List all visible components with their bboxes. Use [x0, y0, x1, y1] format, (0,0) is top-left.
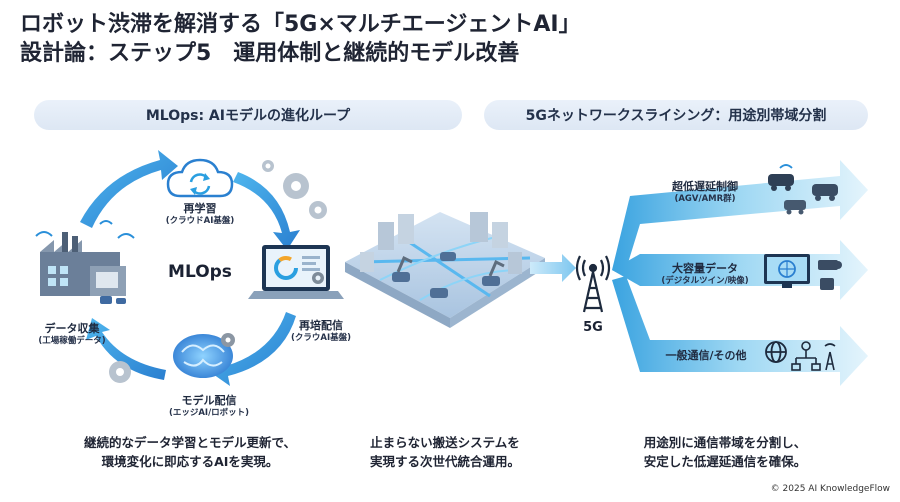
- slice-low-latency-label: 超低遅延制御 (AGV/AMR群): [650, 180, 760, 205]
- step-data-collect-title: データ収集: [44, 322, 100, 335]
- gear-icon: [109, 361, 131, 383]
- factory-icon: [35, 220, 135, 304]
- step-retrain-title: 再学習: [183, 202, 217, 215]
- page-title-line-1: ロボット渋滞を解消する「5G×マルチエージェントAI」: [20, 12, 581, 37]
- mlops-caption-line-2: 環境変化に即応するAIを実現。: [101, 454, 279, 469]
- slice-low-latency-sub: (AGV/AMR群): [674, 194, 736, 204]
- mlops-loop-arrows: [80, 150, 300, 386]
- mlops-caption: 継続的なデータ学習とモデル更新で、 環境変化に即応するAIを実現。: [40, 433, 340, 471]
- slicing-caption: 用途別に通信帯域を分割し、 安定した低遅延通信を確保。: [595, 433, 855, 471]
- slice-large-data-label: 大容量データ (デジタルツイン/映像): [640, 262, 770, 287]
- antenna-tower-icon: [575, 255, 611, 313]
- gear-icon: [262, 160, 327, 219]
- mlops-center-label: MLOps: [168, 262, 232, 282]
- network-icon: [791, 341, 821, 371]
- page-title-line-2: 設計論：ステップ5 運用体制と継続的モデル改善: [20, 41, 520, 66]
- camera-icon: [818, 260, 842, 290]
- flow-arrow: [530, 254, 576, 282]
- mlops-header-pill: MLOps: AIモデルの進化ループ: [34, 100, 462, 130]
- slicing-caption-line-2: 安定した低遅延通信を確保。: [643, 454, 807, 469]
- step-redeploy-title: 再培配信: [299, 319, 343, 332]
- step-retrain-sub: (クラウドAI基盤): [165, 216, 235, 226]
- operation-caption: 止まらない搬送システムを 実現する次世代統合運用。: [335, 433, 555, 471]
- operation-caption-line-2: 実現する次世代統合運用。: [369, 454, 520, 469]
- slice-low-latency-title: 超低遅延制御: [672, 180, 738, 193]
- brain-ai-icon: [173, 333, 235, 378]
- digital-twin-monitor-icon: [764, 254, 810, 288]
- slice-large-data-title: 大容量データ: [672, 262, 738, 275]
- globe-icon: [765, 341, 787, 363]
- mlops-caption-line-1: 継続的なデータ学習とモデル更新で、: [83, 435, 296, 450]
- slice-general-title: 一般通信/その他: [665, 349, 747, 362]
- cloud-retrain-icon: [166, 158, 234, 198]
- agv-robot-icon: [768, 164, 838, 215]
- warehouse-scene: [345, 212, 545, 328]
- step-redeploy-sub: (クラウAI基盤): [290, 333, 351, 343]
- page-title: ロボット渋滞を解消する「5G×マルチエージェントAI」 設計論：ステップ5 運用…: [20, 10, 880, 68]
- operation-caption-line-1: 止まらない搬送システムを: [370, 435, 520, 450]
- step-redeploy-label: 再培配信 (クラウAI基盤): [266, 319, 376, 344]
- slicing-header-pill: 5Gネットワークスライシング：用途別帯域分割: [484, 100, 868, 130]
- 5g-label: 5G: [583, 320, 603, 335]
- step-model-deploy-label: モデル配信 (エッジAI/ロボット): [154, 394, 264, 419]
- step-model-deploy-sub: (エッジAI/ロボット): [168, 408, 250, 418]
- step-data-collect-label: データ収集 (工場稼働データ): [22, 322, 122, 347]
- step-data-collect-sub: (工場稼働データ): [38, 336, 106, 346]
- slice-general-label: 一般通信/その他: [646, 349, 766, 363]
- slice-large-data-sub: (デジタルツイン/映像): [661, 276, 749, 286]
- antenna-small-icon: [824, 343, 836, 371]
- copyright-text: © 2025 AI KnowledgeFlow: [770, 484, 890, 494]
- step-retrain-label: 再学習 (クラウドAI基盤): [150, 202, 250, 227]
- slicing-caption-line-1: 用途別に通信帯域を分割し、: [643, 435, 807, 450]
- laptop-dashboard-icon: [248, 245, 344, 299]
- step-model-deploy-title: モデル配信: [181, 394, 237, 407]
